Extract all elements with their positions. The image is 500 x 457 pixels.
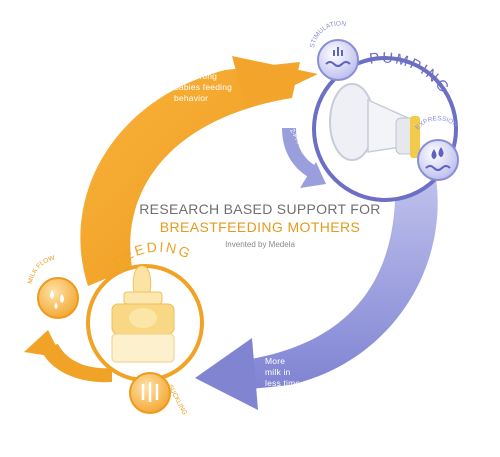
supporting-line-3: behavior xyxy=(174,93,209,103)
feeding-arc-tip xyxy=(232,56,318,108)
stimulation-badge xyxy=(317,39,359,81)
title-line-2: BREASTFEEDING MOTHERS xyxy=(159,219,361,235)
supporting-line-2: babies feeding xyxy=(174,82,233,92)
feeding-arc xyxy=(80,62,300,286)
pumping-arc-tip xyxy=(195,338,258,410)
two-phase-arrow-head xyxy=(300,162,326,188)
milk-flow-badge xyxy=(37,277,79,319)
milk-drops-icon xyxy=(50,290,64,309)
expression-drop-wave-icon xyxy=(425,147,451,171)
stimulation-wave-icon xyxy=(325,47,351,67)
expression-badge xyxy=(417,139,459,181)
calma-arrow-head xyxy=(24,330,62,358)
more-milk-line-2: milk in xyxy=(265,367,291,377)
title-line-1: RESEARCH BASED SUPPORT FOR xyxy=(139,201,381,217)
supporting-line-1: Supporting xyxy=(174,71,218,81)
suckling-lines-icon xyxy=(141,382,159,402)
two-phase-arrow xyxy=(282,128,316,178)
supporting-callout: Supporting babies feeding behavior xyxy=(174,71,232,104)
more-milk-line-1: More xyxy=(265,356,286,366)
more-milk-line-3: less time xyxy=(265,378,301,388)
subtitle: Invented by Medela xyxy=(225,240,295,249)
more-milk-callout: More milk in less time xyxy=(265,356,300,389)
calma-bottle-image xyxy=(111,265,175,363)
breast-pump-image xyxy=(329,83,420,161)
